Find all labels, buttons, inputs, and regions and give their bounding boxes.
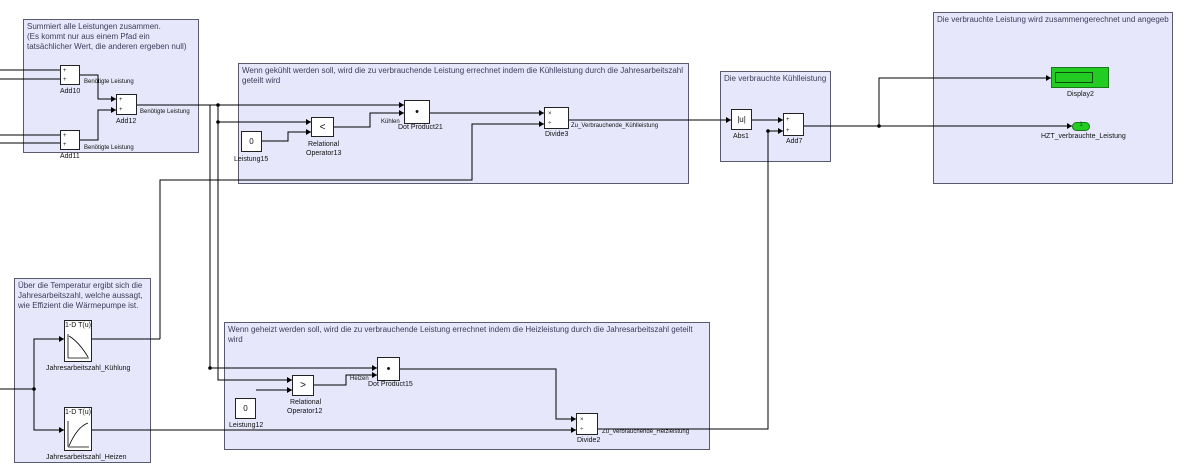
area-sum[interactable]: Summiert alle Leistungen zusammen. (Es k… [23, 19, 199, 153]
relational-operator13[interactable]: < [311, 117, 334, 137]
area-total-text: Die verbrauchte Leistung wird zusammenge… [937, 15, 1169, 24]
dot21-label: Dot Product21 [398, 124, 443, 131]
add10-block[interactable]: + + [60, 65, 80, 85]
add10-plus1: + [63, 68, 67, 74]
display2-block[interactable] [1051, 67, 1109, 88]
lut-heizen-title: 1-D T(u) [65, 409, 91, 416]
outport-hzt[interactable]: 1 [1072, 122, 1090, 131]
dot15-label: Dot Product15 [368, 381, 413, 388]
add7-plus1: + [786, 117, 790, 123]
signal-kuehlen: Kühlen [381, 119, 400, 125]
divide3-mul: × [548, 111, 552, 117]
add12-plus2: + [119, 107, 123, 113]
leistung15-label: Leistung15 [234, 156, 269, 163]
lut-kuehlung-title: 1-D T(u) [65, 322, 91, 329]
dot-product15[interactable]: • [377, 357, 400, 381]
relop12-label-1: Relational [290, 399, 322, 406]
signal-ben2: Benötigte Leistung [140, 109, 190, 115]
area-temperature-text: Über die Temperatur ergibt sich die Jahr… [18, 281, 143, 310]
constant-leistung12[interactable]: 0 [235, 398, 256, 419]
divide3-block[interactable]: × ÷ [544, 107, 569, 129]
abs1-label: Abs1 [733, 133, 749, 140]
add11-plus1: + [63, 133, 67, 139]
relop12-label-2: Operator12 [287, 408, 323, 415]
lut-heizen[interactable]: 1-D T(u) [64, 407, 92, 451]
relop13-symbol: < [319, 122, 326, 133]
lut-kuehlung-curve-icon [67, 334, 89, 359]
lut-kuehlung[interactable]: 1-D T(u) [64, 320, 92, 362]
hzt-label: HZT_verbrauchte_Leistung [1041, 133, 1126, 140]
dot21-symbol: • [415, 106, 419, 118]
relop13-label-2: Operator13 [306, 150, 342, 157]
divide2-label: Divide2 [577, 437, 601, 444]
divide3-div: ÷ [548, 121, 552, 127]
lut-heizen-label: Jahresarbeitszahl_Heizen [46, 454, 127, 461]
add12-plus1: + [119, 97, 123, 103]
signal-ben3: Benötigte Leistung [84, 145, 134, 151]
dot15-symbol: • [386, 363, 391, 375]
relop13-label-1: Relational [308, 141, 340, 148]
add11-label: Add11 [60, 153, 80, 160]
add11-plus2: + [63, 142, 67, 148]
add11-block[interactable]: + + [60, 130, 80, 150]
add10-label: Add10 [60, 88, 81, 95]
outport-number: 1 [1079, 122, 1083, 128]
area-cooling-text: Wenn gekühlt werden soll, wird die zu ve… [242, 66, 683, 85]
display2-label: Display2 [1067, 91, 1094, 98]
area-heating-text: Wenn geheizt werden soll, wird die zu ve… [228, 325, 693, 344]
add12-block[interactable]: + + [116, 94, 137, 115]
add7-plus2: + [786, 128, 790, 134]
leistung12-label: Leistung12 [229, 422, 264, 429]
const12-value: 0 [243, 404, 248, 413]
display2-screen [1055, 72, 1093, 83]
add7-label: Add7 [786, 138, 803, 145]
signal-ben1: Benötigte Leistung [84, 79, 134, 85]
signal-zu-kuehl: Zu_Verbrauchende_Kühlleistung [571, 123, 659, 129]
relational-operator12[interactable]: > [292, 375, 314, 396]
dot-product21[interactable]: • [404, 100, 430, 124]
add10-plus2: + [63, 77, 67, 83]
relop12-symbol: > [300, 380, 306, 391]
add12-label: Add12 [116, 118, 137, 125]
signal-zu-heiz: Zu_Verbrauchende_Heizleistung [602, 429, 690, 435]
const15-value: 0 [249, 137, 254, 146]
constant-leistung15[interactable]: 0 [241, 131, 262, 152]
area-cool-used-text: Die verbrauchte Kühlleistung v [724, 74, 827, 83]
abs1-symbol: |u| [737, 115, 746, 124]
signal-heizen: Heizen [350, 376, 369, 382]
add7-block[interactable]: + + [783, 113, 804, 136]
area-total[interactable]: Die verbrauchte Leistung wird zusammenge… [933, 12, 1173, 184]
divide3-label: Divide3 [545, 131, 569, 138]
area-cooling[interactable]: Wenn gekühlt werden soll, wird die zu ve… [238, 63, 689, 184]
divide2-mul: × [580, 417, 584, 423]
lut-kuehlung-label: Jahresarbeitszahl_Kühlung [46, 365, 131, 372]
area-sum-text: Summiert alle Leistungen zusammen. (Es k… [27, 22, 187, 51]
lut-heizen-curve-icon [67, 421, 89, 448]
abs1-block[interactable]: |u| [731, 109, 752, 130]
divide2-div: ÷ [580, 427, 584, 433]
divide2-block[interactable]: × ÷ [576, 413, 598, 435]
